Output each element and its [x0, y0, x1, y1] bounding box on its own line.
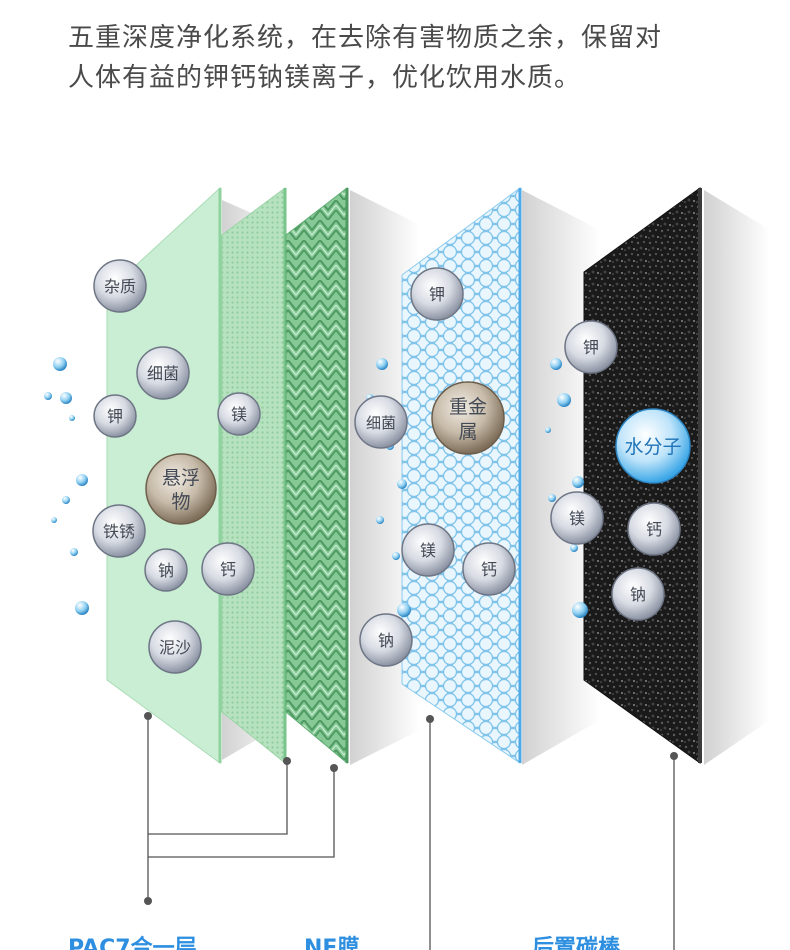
leader-dot: [144, 897, 152, 905]
droplet-icon: [550, 358, 562, 370]
ion-nisha-label: 泥沙: [159, 638, 191, 657]
ion-zazhi: 杂质: [93, 259, 147, 313]
intro-line-1: 五重深度净化系统，在去除有害物质之余，保留对: [68, 23, 663, 53]
leader-dot: [283, 757, 291, 765]
ion-xijun-1: 细菌: [136, 346, 190, 400]
ion-mei-2: 镁: [401, 523, 455, 577]
droplet-icon: [572, 602, 588, 618]
ion-gai-2: 钙: [462, 542, 516, 596]
ion-xuanfuwu-label-bottom: 物: [171, 491, 190, 513]
leader-line-3: [148, 768, 335, 858]
droplet-icon: [69, 415, 75, 421]
ion-zazhi-label: 杂质: [104, 277, 136, 296]
ion-mei-1: 镁: [217, 392, 261, 436]
leader-dots: [144, 712, 678, 905]
ion-na-2-label: 钠: [378, 631, 394, 650]
droplet-icon: [62, 496, 70, 504]
droplet-icon: [51, 517, 57, 523]
droplet-icon: [397, 479, 407, 489]
ion-xuanfuwu: 悬浮 物: [145, 453, 217, 525]
droplet-icon: [557, 393, 571, 407]
droplet-icon: [70, 548, 78, 556]
ion-na-3: 钠: [611, 567, 665, 621]
intro-line-2: 人体有益的钾钙钠镁离子，优化饮用水质。: [68, 63, 582, 93]
ion-gai-2-label: 钙: [481, 560, 497, 579]
filter-layer-3: [285, 186, 348, 765]
ion-xijun-2: 细菌: [354, 395, 408, 449]
droplet-icon: [53, 357, 67, 371]
droplet-icon: [376, 358, 388, 370]
droplet-icon: [572, 476, 584, 488]
ion-tiexiu-label: 铁锈: [103, 522, 135, 541]
ion-na-1: 钠: [144, 548, 188, 592]
ion-jia-2: 钾: [410, 267, 464, 321]
ion-zhongjinshu-label-top: 重金: [449, 396, 487, 418]
droplet-icon: [75, 601, 89, 615]
leader-dot: [670, 752, 678, 760]
ion-zhongjinshu-label-bottom: 属: [458, 421, 477, 443]
label-carbon-rod: 后置碳棒: [532, 936, 621, 950]
droplet-icon: [60, 392, 72, 404]
ion-jia-3: 钾: [564, 320, 618, 374]
leader-dot: [330, 764, 338, 772]
label-nf-membrane: NF膜: [304, 936, 360, 950]
water-droplets: [44, 357, 588, 618]
ion-mei-1-label: 镁: [231, 405, 247, 424]
droplet-icon: [545, 427, 551, 433]
ion-jia-2-label: 钾: [429, 285, 445, 304]
ion-gai-1: 钙: [201, 542, 255, 596]
leader-lines: [147, 716, 675, 950]
ion-na-3-label: 钠: [630, 585, 646, 604]
leader-dot: [144, 712, 152, 720]
droplet-icon: [44, 392, 52, 400]
ion-tiexiu: 铁锈: [92, 504, 146, 558]
ion-xuanfuwu-label-top: 悬浮: [162, 467, 200, 489]
ion-gai-3-label: 钙: [646, 520, 662, 539]
ion-gai-3: 钙: [627, 502, 681, 556]
intro-text: 五重深度净化系统，在去除有害物质之余，保留对 人体有益的钾钙钠镁离子，优化饮用水…: [68, 18, 748, 98]
ion-nisha: 泥沙: [148, 620, 202, 674]
ion-na-2: 钠: [359, 613, 413, 667]
ion-mei-3: 镁: [550, 491, 604, 545]
droplet-icon: [397, 603, 411, 617]
ion-xijun-1-label: 细菌: [147, 364, 179, 383]
droplet-icon: [548, 494, 556, 502]
droplet-icon: [376, 516, 384, 524]
ion-shuifenzi-label: 水分子: [624, 436, 681, 458]
droplet-icon: [76, 474, 88, 486]
ion-gai-1-label: 钙: [220, 560, 236, 579]
ion-shuifenzi: 水分子: [615, 408, 691, 484]
ion-mei-3-label: 镁: [569, 509, 585, 528]
shadow-5: [704, 190, 770, 765]
ion-xijun-2-label: 细菌: [366, 414, 396, 432]
ion-jia-1-label: 钾: [107, 407, 123, 426]
droplet-icon: [392, 552, 400, 560]
ion-mei-2-label: 镁: [420, 541, 436, 560]
ion-na-1-label: 钠: [158, 561, 174, 580]
leader-line-2: [148, 761, 288, 835]
leader-dot: [426, 715, 434, 723]
ion-jia-3-label: 钾: [583, 338, 599, 357]
droplet-icon: [570, 544, 578, 552]
filter-layer-2: [221, 187, 286, 765]
ion-zhongjinshu: 重金 属: [431, 381, 505, 455]
ion-jia-1: 钾: [93, 394, 137, 438]
label-pac7: PAC7合一层: [68, 936, 197, 950]
